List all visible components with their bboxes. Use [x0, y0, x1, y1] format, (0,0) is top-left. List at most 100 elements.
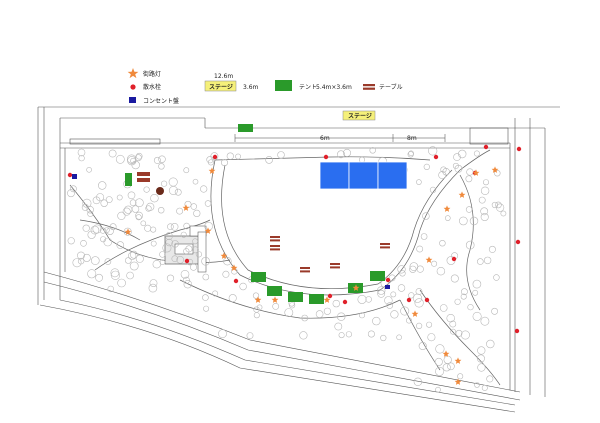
tree: [90, 225, 100, 235]
tree: [126, 271, 134, 280]
street-lamp-icon: [472, 169, 480, 176]
tree: [150, 226, 157, 233]
tables: [270, 236, 390, 273]
legend-lamp-icon: [127, 68, 139, 79]
legend-table-icon: [363, 84, 375, 90]
left-play-area: [137, 172, 164, 195]
tree: [103, 237, 113, 247]
table: [380, 243, 390, 249]
tent: [251, 272, 266, 282]
street-lamp-icon: [442, 350, 450, 357]
legend-hydrant-icon: [130, 84, 136, 90]
tree: [158, 155, 166, 163]
tree: [115, 154, 125, 164]
hydrant-icon: [516, 146, 522, 152]
tree: [86, 167, 92, 173]
table: [330, 263, 340, 269]
tree: [72, 258, 82, 268]
hydrant-icon: [342, 299, 348, 305]
tree: [438, 171, 447, 180]
street-lamp-icon: [491, 166, 499, 173]
tree: [334, 322, 343, 331]
tree: [201, 256, 210, 266]
hydrant-icon: [67, 172, 73, 178]
tree: [180, 231, 187, 238]
tree: [99, 227, 106, 234]
tree: [386, 302, 394, 309]
tree: [472, 289, 479, 296]
legend-outlet-icon: [129, 97, 136, 103]
tree: [176, 207, 183, 215]
tree: [412, 293, 423, 303]
tree: [116, 241, 125, 249]
tree: [145, 205, 152, 212]
street-lamps: [124, 166, 499, 385]
site-boundary: [37, 106, 560, 413]
tree: [191, 246, 199, 254]
tree: [207, 159, 214, 166]
hydrant-icon: [424, 297, 430, 303]
street-lamp-icon: [323, 296, 331, 303]
tree: [104, 258, 112, 265]
tree: [168, 177, 178, 187]
tree: [488, 245, 496, 253]
tree: [284, 308, 294, 317]
tree: [486, 339, 495, 349]
tree: [415, 288, 423, 295]
legend-outlet-label: コンセント盤: [143, 97, 179, 105]
tree: [414, 298, 424, 308]
tree: [152, 260, 162, 269]
tree: [466, 168, 474, 176]
tree: [338, 332, 345, 339]
tree: [337, 312, 346, 321]
map-outlet: [72, 174, 77, 179]
tree: [358, 312, 365, 319]
tree: [332, 299, 340, 308]
tree: [452, 162, 459, 169]
tree: [427, 333, 436, 342]
tree: [495, 201, 502, 209]
tree: [256, 304, 263, 311]
tree: [480, 316, 490, 326]
tents: [125, 173, 385, 304]
tree: [158, 207, 165, 214]
tree: [416, 245, 424, 253]
map-outlet: [385, 285, 390, 289]
tree: [91, 256, 100, 265]
tree: [482, 179, 489, 186]
hydrant-icon: [483, 144, 489, 150]
tree: [416, 265, 424, 273]
tree: [491, 307, 498, 315]
tree: [315, 310, 324, 318]
tree: [82, 253, 91, 262]
tree: [87, 269, 97, 279]
tree: [453, 153, 461, 161]
dimension-6m: 6m: [320, 135, 330, 142]
tree: [465, 175, 473, 183]
tree: [455, 329, 463, 337]
tree: [409, 262, 419, 271]
street-lamp-icon: [230, 264, 238, 271]
hydrant-icon: [212, 154, 218, 160]
legend-hydrant-label: 散水栓: [143, 83, 161, 91]
tree: [161, 180, 168, 187]
tree: [95, 273, 103, 282]
tree: [148, 283, 158, 293]
tree: [431, 260, 438, 267]
tree: [67, 237, 75, 245]
tree: [171, 240, 179, 248]
tree: [450, 274, 459, 283]
tree: [165, 238, 173, 247]
tree: [384, 296, 393, 305]
tree: [477, 346, 486, 355]
tree: [180, 269, 190, 279]
tree: [125, 257, 132, 264]
street-lamp-icon: [204, 227, 212, 234]
hydrant-icon: [406, 297, 412, 303]
tree: [226, 152, 234, 160]
tree: [82, 224, 90, 232]
tree: [129, 250, 138, 259]
table: [270, 245, 280, 251]
street-lamp-icon: [454, 378, 462, 385]
